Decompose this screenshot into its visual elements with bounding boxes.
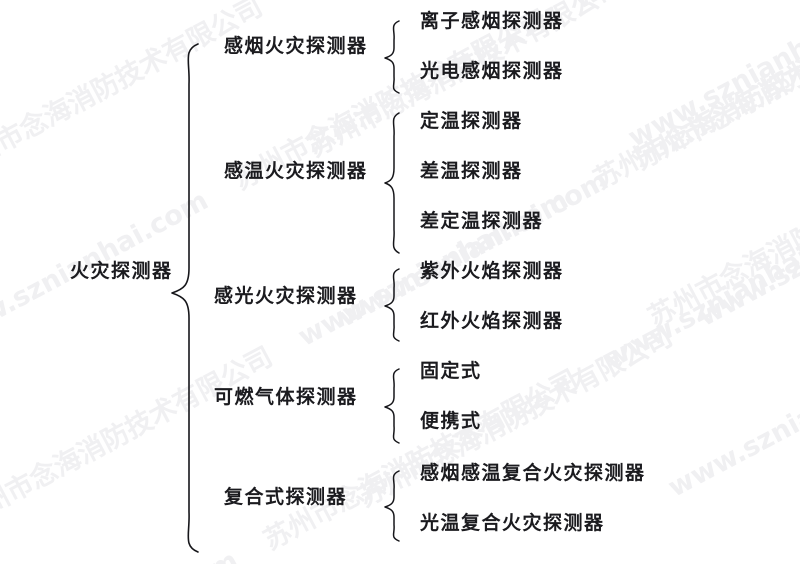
- leaf-label-5-1: 感烟感温复合火灾探测器: [420, 462, 646, 484]
- branch-brace-3: [384, 268, 400, 342]
- leaf-label-3-1: 紫外火焰探测器: [420, 260, 564, 282]
- branch-brace-1: [384, 20, 400, 94]
- branch-brace-4: [384, 368, 400, 444]
- leaf-label-2-2: 差温探测器: [420, 160, 523, 182]
- leaf-label-4-2: 便携式: [420, 410, 482, 432]
- leaf-label-1-2: 光电感烟探测器: [420, 60, 564, 82]
- branch-brace-5: [384, 470, 400, 542]
- branch-label-2: 感温火灾探测器: [224, 160, 368, 182]
- branch-label-3: 感光火灾探测器: [214, 285, 358, 307]
- leaf-label-5-2: 光温复合火灾探测器: [420, 512, 605, 534]
- leaf-label-4-1: 固定式: [420, 360, 482, 382]
- branch-label-4: 可燃气体探测器: [214, 386, 358, 408]
- branch-brace-2: [384, 112, 400, 254]
- leaf-label-1-1: 离子感烟探测器: [420, 10, 564, 32]
- branch-label-5: 复合式探测器: [224, 486, 348, 508]
- branch-label-1: 感烟火灾探测器: [224, 35, 368, 57]
- root-node-label: 火灾探测器: [70, 260, 173, 282]
- leaf-label-2-1: 定温探测器: [420, 110, 523, 132]
- leaf-label-2-3: 差定温探测器: [420, 210, 544, 232]
- leaf-label-3-2: 红外火焰探测器: [420, 310, 564, 332]
- root-brace: [171, 43, 199, 553]
